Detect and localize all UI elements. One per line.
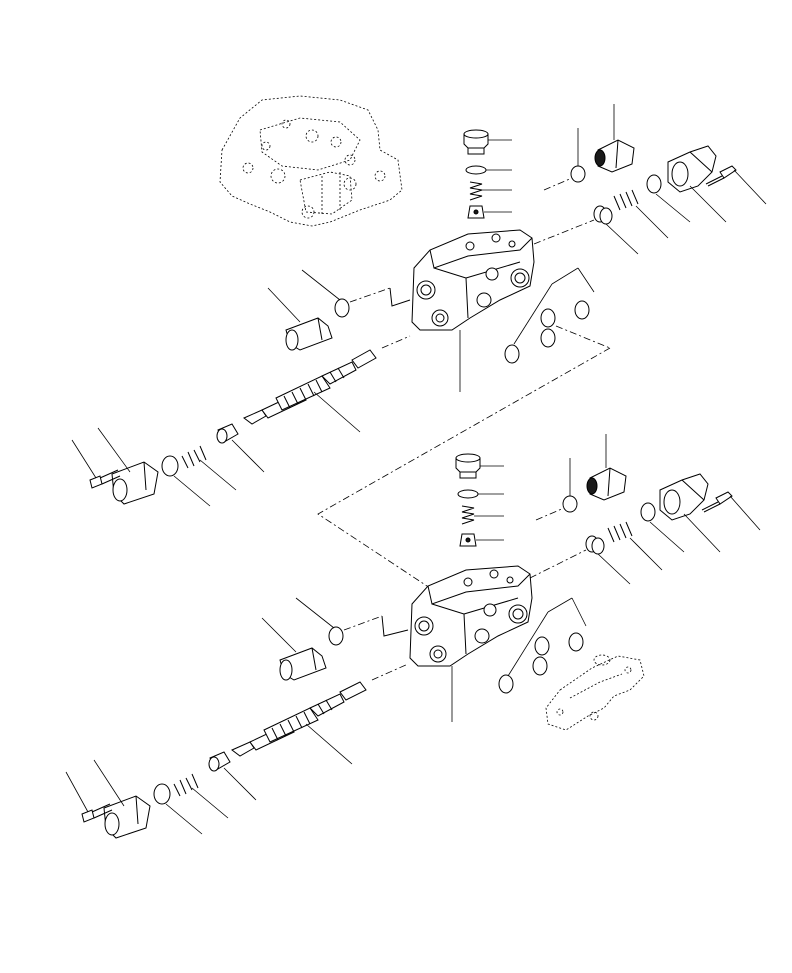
upper-left-bolt [71, 439, 121, 489]
upper-left-cap [97, 427, 159, 505]
lower-left-bolt [65, 771, 113, 823]
lower-left-seal [295, 597, 409, 646]
reference-end-plate [545, 654, 645, 731]
upper-plug [463, 129, 512, 155]
reference-valve-assembly [219, 95, 403, 227]
lower-plug [455, 453, 504, 479]
lower-left-piston [261, 617, 327, 681]
section-link-line [317, 347, 611, 589]
lower-left-oring [153, 783, 203, 835]
lower-valve-body [409, 565, 533, 667]
upper-sleeve [216, 423, 265, 473]
upper-valve-section [71, 104, 767, 507]
upper-valve-body [411, 229, 535, 331]
upper-right-spring [613, 189, 669, 239]
upper-o-ring [465, 165, 512, 175]
lower-seal-ring [535, 458, 578, 521]
lower-right-bolt [701, 491, 761, 531]
upper-gasket-set [504, 267, 611, 364]
upper-poppet [467, 205, 512, 219]
lower-sleeve [208, 751, 257, 801]
lower-poppet [459, 533, 504, 547]
lower-left-cap [93, 759, 151, 839]
upper-spool [243, 335, 411, 433]
upper-left-oring [161, 455, 211, 507]
upper-left-piston [267, 287, 333, 351]
lower-small-spring [461, 505, 504, 525]
upper-left-seal [301, 269, 411, 318]
upper-seal-ring [543, 128, 586, 191]
lower-collar [529, 535, 631, 585]
upper-collar [533, 205, 639, 255]
lower-right-cover [659, 473, 721, 553]
lower-spool [231, 663, 409, 765]
lower-right-spring [607, 521, 663, 571]
lower-relief-valve [586, 434, 627, 501]
lower-left-spring [173, 773, 229, 819]
upper-small-spring [469, 181, 512, 201]
upper-right-oring [646, 174, 691, 223]
lower-valve-section [65, 434, 761, 839]
upper-right-bolt [705, 165, 767, 205]
lower-right-oring [640, 502, 685, 553]
upper-relief-valve [594, 104, 635, 173]
lower-gasket-set [498, 597, 587, 694]
upper-left-spring [181, 445, 237, 491]
upper-right-cover [667, 145, 727, 223]
lower-o-ring [457, 489, 504, 499]
